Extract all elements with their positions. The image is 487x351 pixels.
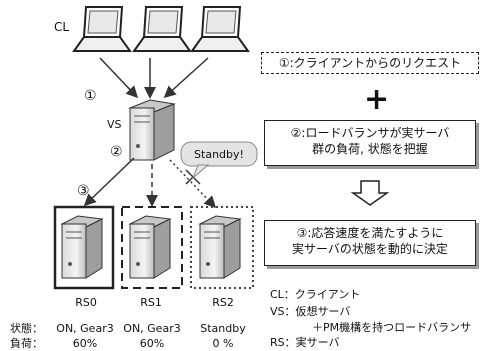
server-icon (128, 215, 172, 279)
rs1-frame (121, 206, 183, 289)
legend-rs: RS：実サーバ (270, 336, 340, 349)
request-arrow (99, 57, 139, 99)
rs1-status: ON, Gear3 (123, 322, 181, 335)
process-step3-line1: ③:応答速度を満たすように (296, 226, 444, 240)
distribute-arrow (169, 159, 217, 209)
rs2-name: RS2 (212, 296, 234, 309)
status-row-label: 状態： (10, 322, 43, 335)
rs1-name: RS1 (140, 296, 162, 309)
plus-sign: + (364, 82, 390, 117)
process-step2-line2: 群の負荷, 状態を把握 (312, 142, 428, 156)
process-step3-box: ③:応答速度を満たすように 実サーバの状態を動的に決定 (264, 220, 476, 266)
process-step2-box: ②:ロードバランサが実サーバ 群の負荷, 状態を把握 (264, 120, 476, 166)
rs2-status: Standby (200, 322, 246, 335)
legend-vs: VS：仮想サーバ (270, 305, 351, 318)
rs2-load: 0 % (212, 337, 234, 350)
standby-bubble-text: Standby! (194, 148, 244, 161)
process-step1-text: ①:クライアントからのリクエスト (278, 56, 462, 70)
server-icon (198, 215, 242, 279)
rs2-frame (190, 206, 254, 289)
request-arrow (163, 57, 209, 99)
step1-marker: ① (84, 88, 97, 104)
rs0-frame (53, 205, 115, 290)
process-step1-box: ①:クライアントからのリクエスト (261, 52, 479, 74)
down-arrow-icon (350, 180, 390, 206)
laptop-icon (190, 6, 250, 52)
rs0-name: RS0 (75, 296, 97, 309)
step3-marker: ③ (77, 183, 90, 199)
rs0-load: 60% (72, 337, 98, 350)
clients-label: CL (54, 20, 70, 34)
process-step2-line1: ②:ロードバランサが実サーバ (290, 126, 450, 140)
legend-cl: CL：クライアント (270, 288, 361, 301)
laptop-icon (132, 6, 192, 52)
laptop-icon (72, 6, 132, 52)
vs-label: VS (107, 118, 122, 131)
step2-marker: ② (110, 144, 123, 160)
standby-bubble (180, 141, 258, 167)
distribute-arrow (83, 157, 135, 207)
vs-server-icon (128, 99, 176, 161)
server-icon (60, 215, 104, 279)
legend-vs-cont: ＋PM機構を持つロードバランサ (312, 321, 472, 334)
rs0-status: ON, Gear3 (56, 322, 114, 335)
process-step3-line2: 実サーバの状態を動的に決定 (292, 242, 448, 256)
load-row-label: 負荷： (10, 337, 43, 350)
standby-bubble-tail (192, 164, 210, 179)
rs1-load: 60% (139, 337, 165, 350)
